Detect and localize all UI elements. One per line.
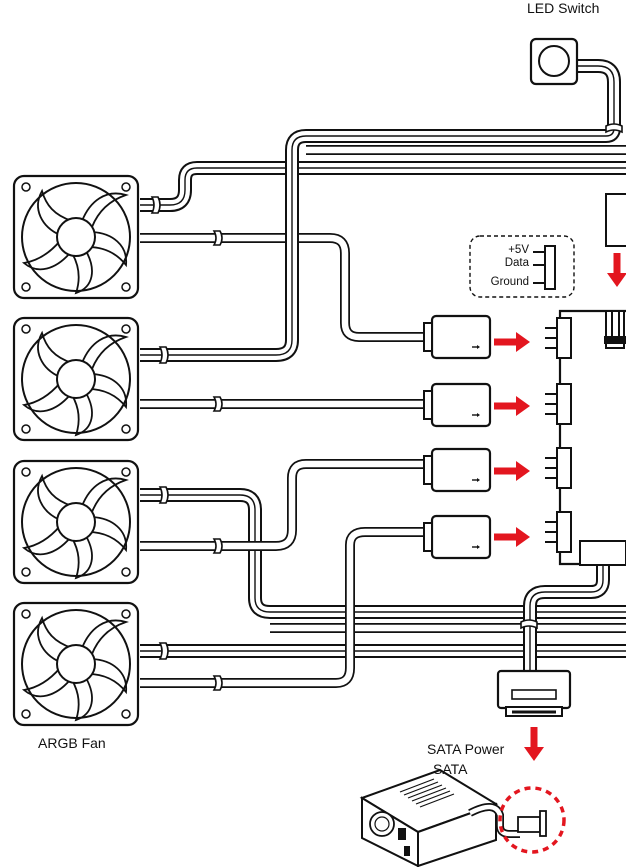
- argb-connector-4: [422, 514, 492, 560]
- hub-sata-header: [579, 540, 626, 566]
- arrow-right-icon: [494, 332, 530, 352]
- psu-sata-plug: [517, 810, 547, 837]
- hub-header-4: [544, 511, 572, 553]
- arrow-down-icon: [524, 727, 544, 761]
- sata-label: SATA: [433, 761, 468, 777]
- sata-highlight-circle: [498, 786, 566, 854]
- pinout-callout: [469, 235, 575, 298]
- arrow-right-icon: [494, 461, 530, 481]
- cable-fan2-out: [140, 59, 621, 362]
- argb-fan-label: ARGB Fan: [38, 735, 106, 751]
- hub-header-1: [544, 317, 572, 359]
- arrow-right-icon: [494, 396, 530, 416]
- hub-header-2: [544, 383, 572, 425]
- fan-icon: [12, 459, 140, 585]
- argb-connector-2: [422, 382, 492, 428]
- hub-top-header: [604, 310, 626, 349]
- argb-connector-3: [422, 447, 492, 493]
- cable-fan1-out: [140, 161, 626, 212]
- sata-connector-icon: [496, 669, 572, 717]
- hub-header-3: [544, 447, 572, 489]
- fan-icon: [12, 316, 140, 442]
- pin-label-data: Data: [504, 257, 529, 269]
- fan-icon: [12, 601, 140, 727]
- power-supply-icon: [359, 768, 499, 867]
- led-switch-label: LED Switch: [527, 0, 600, 16]
- arrow-down-icon: [607, 253, 626, 287]
- argb-connector-1: [422, 314, 492, 360]
- led-switch-header: [605, 193, 626, 247]
- fan-icon: [12, 174, 140, 300]
- sata-power-label: SATA Power: [427, 741, 505, 757]
- pin-label-5v: +5V: [508, 244, 529, 256]
- led-switch-icon: [529, 37, 579, 86]
- pin-label-ground: Ground: [490, 276, 529, 288]
- arrow-right-icon: [494, 527, 530, 547]
